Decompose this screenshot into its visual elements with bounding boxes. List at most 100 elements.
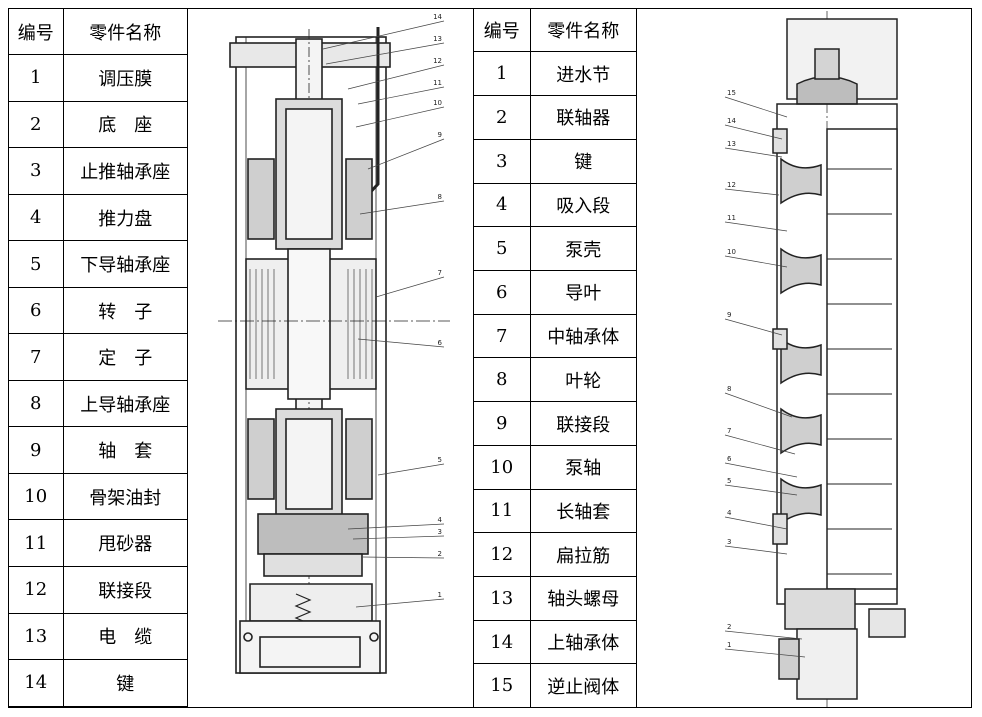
callout-leader-line	[724, 188, 780, 196]
callout-leader-line	[724, 318, 783, 336]
part-name-cell: 上导轴承座	[62, 379, 187, 428]
callout-label: 11	[727, 214, 736, 222]
callout-leader-line	[352, 535, 445, 540]
part-name-cell: 定 子	[62, 333, 187, 381]
callout-leader-line	[724, 484, 798, 496]
part-number-cell: 10	[474, 444, 531, 490]
part-name-cell: 底 座	[62, 100, 187, 149]
part-name-cell: 联轴器	[529, 95, 636, 140]
part-number-cell: 1	[474, 51, 531, 97]
callout-label: 4	[438, 516, 443, 524]
part-number-cell: 12	[474, 532, 531, 578]
callout-leader-line	[347, 523, 445, 530]
callout-leader-line	[357, 86, 445, 105]
callout-leader-line	[724, 516, 788, 530]
callout-label: 5	[438, 456, 442, 464]
callout-label: 7	[727, 427, 731, 435]
part-name-cell	[62, 705, 187, 707]
part-number-cell: 6	[474, 270, 531, 315]
part-name-cell: 电 缆	[62, 612, 187, 661]
callout-leader-line	[724, 147, 783, 158]
part-number-cell: 4	[9, 193, 64, 242]
part-name-cell: 甩砂器	[62, 519, 187, 567]
part-number-cell: 14	[9, 659, 64, 707]
callout-leader-line	[724, 221, 788, 232]
callout-leader-line	[377, 463, 445, 476]
callout-leader-line	[724, 124, 783, 140]
callout-label: 12	[433, 57, 442, 65]
callout-label: 8	[727, 385, 731, 393]
part-name-column-header: 零件名称	[62, 9, 187, 56]
part-name-cell: 调压膜	[62, 54, 187, 102]
callout-leader-line	[322, 20, 445, 50]
part-number-cell: 3	[9, 147, 64, 195]
callout-leader-line	[724, 462, 798, 478]
callout-label: 13	[727, 140, 736, 148]
part-name-cell: 联接段	[529, 401, 636, 446]
part-name-cell: 推力盘	[62, 193, 187, 242]
callout-leader-line	[724, 255, 788, 268]
part-number-cell: 2	[474, 95, 531, 140]
part-number-cell: 12	[9, 566, 64, 614]
part-name-cell: 止推轴承座	[62, 147, 187, 195]
callout-leader-line	[724, 392, 793, 418]
callout-label: 9	[438, 131, 442, 139]
part-number-cell: 6	[9, 286, 64, 335]
motor-table-header-row: 编号零件名称	[9, 9, 187, 56]
part-name-cell: 泵轴	[529, 444, 636, 490]
part-number-cell: 3	[474, 138, 531, 184]
part-number-cell: 10	[9, 472, 64, 521]
part-name-cell: 导叶	[529, 270, 636, 315]
part-name-cell: 键	[529, 138, 636, 184]
callout-label: 10	[433, 99, 442, 107]
callout-label: 6	[438, 339, 443, 347]
part-number-cell: 7	[474, 313, 531, 359]
callout-leader-line	[724, 434, 796, 455]
callout-label: 2	[727, 623, 731, 631]
part-name-cell: 下导轴承座	[62, 240, 187, 288]
callout-label: 14	[433, 13, 442, 21]
callout-leader-line	[357, 338, 445, 348]
callout-leader-line	[359, 200, 445, 215]
part-name-cell: 叶轮	[529, 357, 636, 403]
table-row	[9, 705, 187, 707]
callout-label: 6	[727, 455, 732, 463]
part-name-cell: 上轴承体	[529, 619, 636, 665]
part-number-cell: 11	[474, 488, 531, 534]
part-name-column-header: 零件名称	[529, 9, 636, 53]
part-number-cell: 9	[474, 401, 531, 446]
part-number-cell: 9	[9, 426, 64, 474]
part-number-cell	[9, 705, 64, 707]
callout-label: 10	[727, 248, 736, 256]
callout-label: 12	[727, 181, 736, 189]
callout-leader-line	[355, 598, 445, 608]
part-name-cell: 吸入段	[529, 182, 636, 228]
callout-label: 3	[727, 538, 731, 546]
part-number-cell: 5	[474, 226, 531, 271]
callout-label: 15	[727, 89, 736, 97]
callout-leader-line	[724, 630, 803, 640]
